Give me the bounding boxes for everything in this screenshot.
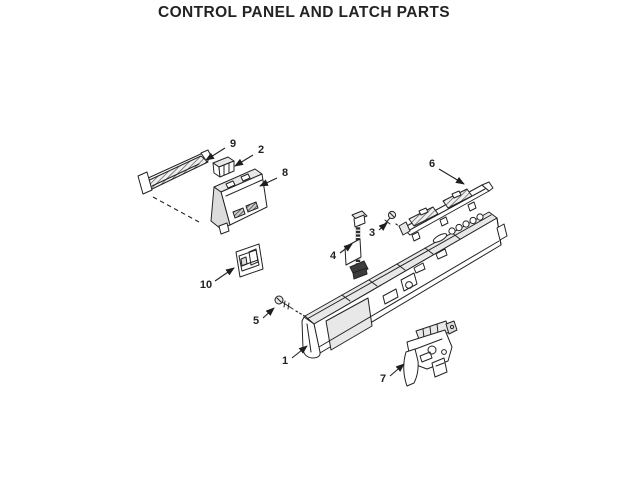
callout-1: 1 [282,345,308,367]
panel-button-holes [432,213,484,243]
leader-arrow-10 [214,267,235,282]
callout-number-3: 3 [369,227,375,239]
callout-number-4: 4 [330,250,337,262]
part-9-console-bracket [137,149,212,223]
callout-2: 2 [234,144,264,167]
callout-number-1: 1 [282,355,288,367]
panel-handle-slot [432,233,448,243]
callout-number-5: 5 [253,315,259,327]
leader-arrow-6 [438,168,465,185]
leader-arrow-4 [339,243,353,254]
callout-number-9: 9 [230,138,236,150]
panel-right-end-tab [496,223,508,241]
callout-6: 6 [429,158,465,185]
callout-number-10: 10 [200,279,212,291]
page-title: CONTROL PANEL AND LATCH PARTS [157,4,451,21]
part-4-link-rod [344,210,369,280]
leader-arrow-1 [291,345,308,359]
callout-8: 8 [259,167,288,187]
leader-arrow-7 [389,363,405,377]
callout-4: 4 [330,243,353,262]
part-2-mounting-clip [212,156,235,178]
callout-5: 5 [253,307,275,327]
part-10-cover-plate [235,243,264,278]
part-1-control-panel [301,211,508,359]
callout-3: 3 [369,222,388,239]
part-8-control-board [210,168,268,235]
leader-arrow-9 [205,147,226,161]
latch-hook [403,348,419,387]
callout-10: 10 [200,267,235,291]
leader-arrow-3 [378,222,388,231]
leader-arrow-8 [259,177,278,187]
callout-number-2: 2 [258,144,264,156]
callout-number-7: 7 [380,373,386,385]
leader-arrow-2 [234,154,254,167]
assembly-dashed-line [152,196,200,223]
callouts: 9 2 8 10 5 1 7 [200,138,465,385]
callout-number-8: 8 [282,167,288,179]
callout-number-6: 6 [429,158,435,170]
callout-7: 7 [380,363,405,385]
part-7-door-latch-assembly [403,320,458,387]
leader-arrow-5 [262,307,275,319]
panel-recessed-window [325,297,373,351]
callout-9: 9 [205,138,236,161]
part-6-latch-rail [398,181,494,242]
